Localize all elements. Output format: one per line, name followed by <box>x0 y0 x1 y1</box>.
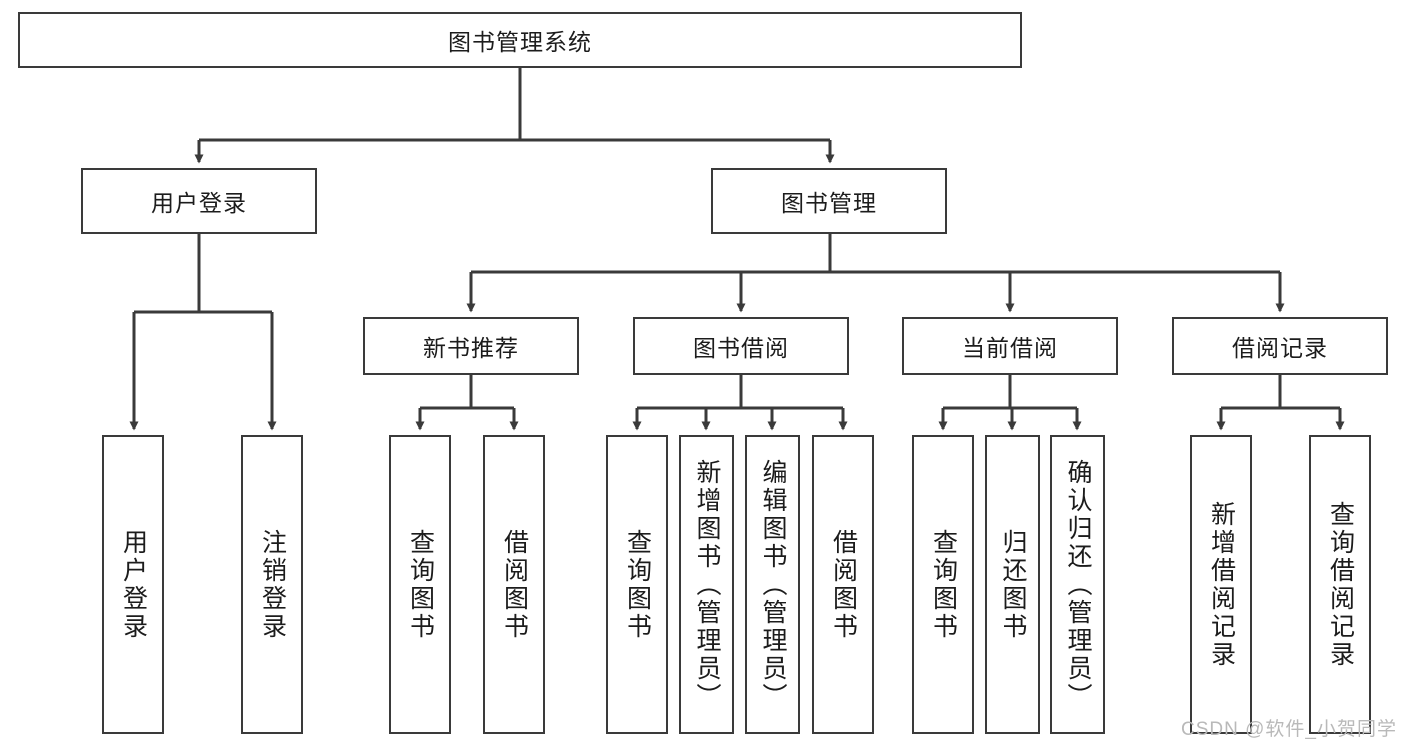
leaf-label: 归还图书 <box>999 528 1027 641</box>
leaf-add-borrow-record[interactable]: 新增借阅记录 <box>1190 435 1252 734</box>
leaf-confirm-return-admin[interactable]: 确认归还（管理员） <box>1050 435 1105 734</box>
leaf-label: 注销登录 <box>258 528 287 641</box>
leaf-label: 借阅图书 <box>829 528 858 641</box>
leaf-return-book[interactable]: 归还图书 <box>985 435 1040 734</box>
node-new-book-recommend[interactable]: 新书推荐 <box>363 317 579 375</box>
leaf-label: 编辑图书（管理员） <box>759 458 787 711</box>
node-book-management[interactable]: 图书管理 <box>711 168 947 234</box>
leaf-label: 确认归还（管理员） <box>1064 458 1092 711</box>
leaf-label: 用户登录 <box>119 528 148 641</box>
leaf-borrow-book[interactable]: 借阅图书 <box>812 435 874 734</box>
node-user-login[interactable]: 用户登录 <box>81 168 317 234</box>
leaf-label: 新增图书（管理员） <box>693 458 721 711</box>
leaf-logout[interactable]: 注销登录 <box>241 435 303 734</box>
leaf-add-book-admin[interactable]: 新增图书（管理员） <box>679 435 734 734</box>
leaf-borrow-book-recommend[interactable]: 借阅图书 <box>483 435 545 734</box>
leaf-label: 新增借阅记录 <box>1207 500 1236 669</box>
leaf-query-borrow-record[interactable]: 查询借阅记录 <box>1309 435 1371 734</box>
node-current-borrow[interactable]: 当前借阅 <box>902 317 1118 375</box>
leaf-query-book-recommend[interactable]: 查询图书 <box>389 435 451 734</box>
leaf-label: 查询图书 <box>406 528 435 641</box>
node-borrow-record[interactable]: 借阅记录 <box>1172 317 1388 375</box>
leaf-user-login[interactable]: 用户登录 <box>102 435 164 734</box>
leaf-label: 查询图书 <box>929 528 958 641</box>
leaf-label: 查询借阅记录 <box>1326 500 1355 669</box>
leaf-edit-book-admin[interactable]: 编辑图书（管理员） <box>745 435 800 734</box>
leaf-label: 查询图书 <box>623 528 652 641</box>
watermark: CSDN @软件_小贺同学 <box>1181 719 1397 740</box>
leaf-query-book-borrow[interactable]: 查询图书 <box>606 435 668 734</box>
node-root[interactable]: 图书管理系统 <box>18 12 1022 68</box>
node-book-borrow[interactable]: 图书借阅 <box>633 317 849 375</box>
leaf-query-book-current[interactable]: 查询图书 <box>912 435 974 734</box>
leaf-label: 借阅图书 <box>500 528 529 641</box>
